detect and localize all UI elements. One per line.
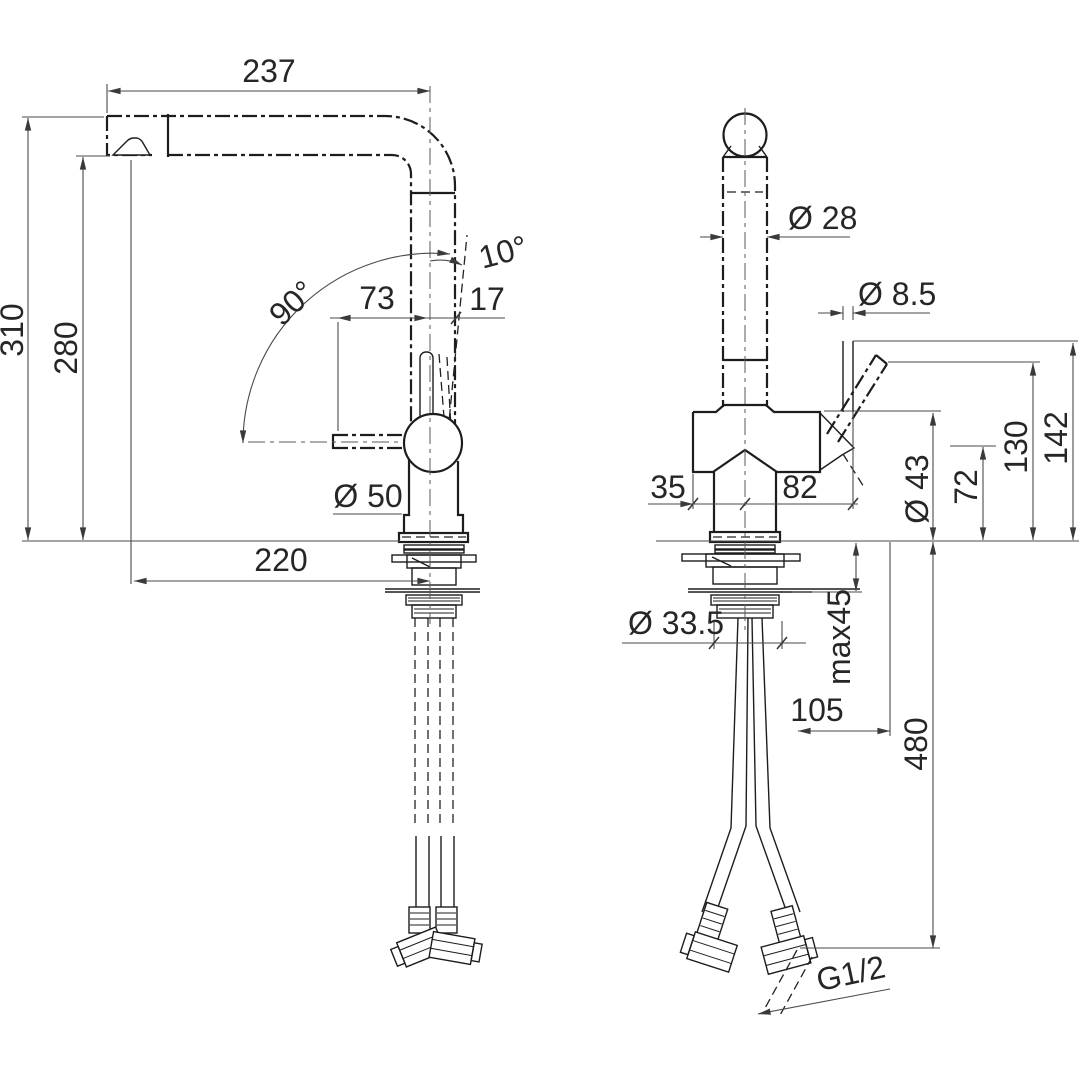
dim-body-diameter-front-label: Ø 43 [899, 454, 935, 523]
supply-hoses-front [679, 617, 819, 976]
dim-17-label: 17 [469, 281, 505, 317]
dim-pipe-diameter-label: Ø 28 [788, 200, 857, 236]
dim-105-label: 105 [790, 692, 843, 728]
dim-swivel-angle-label: 90° [262, 273, 322, 332]
lever-tilted-line [447, 234, 468, 433]
dim-spout-reach-label: 237 [242, 53, 295, 89]
supply-hoses-side [389, 618, 483, 968]
dim-73-label: 73 [359, 280, 395, 316]
handle-lever-side [248, 433, 412, 450]
dim-thread-label: G1/2 [813, 948, 888, 998]
dim-35-label: 35 [650, 469, 686, 505]
dim-72-label: 72 [948, 469, 984, 505]
spout-outline [105, 114, 468, 433]
dim-outlet-reach-label: 220 [254, 542, 307, 578]
dim-total-height-label: 310 [0, 303, 30, 356]
dim-lever-tilt-label: 10° [475, 228, 531, 275]
hose-crimp [408, 906, 431, 934]
dim-480-label: 480 [898, 717, 934, 770]
dim-body-diameter-label: Ø 50 [333, 478, 402, 514]
hose-nut [760, 934, 819, 976]
front-view-dimensions: Ø 28 Ø 8.5 142 130 72 Ø 43 [622, 200, 1079, 1018]
side-view-dimensions: 237 310 280 220 90° 10° [0, 53, 531, 585]
front-view: Ø 28 Ø 8.5 142 130 72 Ø 43 [622, 108, 1079, 1018]
hose-nut [679, 931, 739, 973]
mixer-ball [402, 412, 464, 474]
mounting-hardware-side [385, 544, 480, 619]
dim-142-label: 142 [1038, 411, 1074, 464]
dim-spout-height-label: 280 [48, 321, 84, 374]
aerator-outlet [111, 137, 152, 156]
dim-82-label: 82 [782, 469, 818, 505]
faucet-body-side [397, 459, 470, 544]
dim-shank-diameter-label: Ø 33.5 [628, 605, 724, 641]
hose-nut [428, 930, 483, 966]
dim-max-deck-thickness-label: max45 [821, 589, 857, 685]
spout-column-front [721, 112, 769, 407]
dim-130-label: 130 [998, 420, 1034, 473]
side-view: 237 310 280 220 90° 10° [0, 53, 531, 968]
dim-lever-rod-diameter-label: Ø 8.5 [858, 276, 936, 312]
